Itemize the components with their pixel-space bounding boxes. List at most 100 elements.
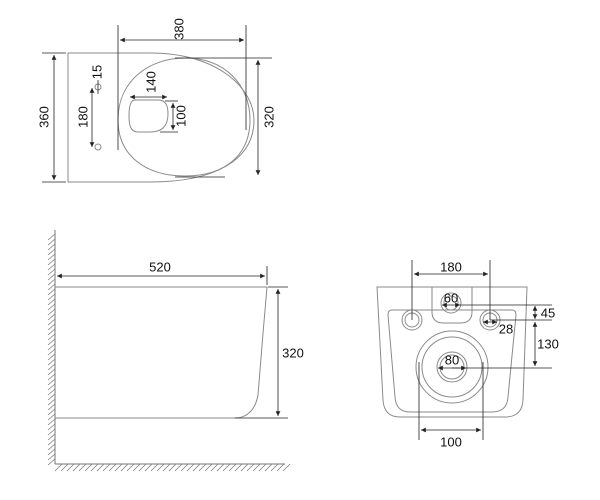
- outlet-icon: [436, 351, 468, 383]
- side-outline: [55, 286, 268, 419]
- hatch-line: [258, 463, 267, 472]
- hatch-line: [276, 463, 285, 472]
- hatch-line: [132, 463, 141, 472]
- hatch-line: [47, 278, 56, 286]
- hatch-line: [54, 463, 63, 472]
- top-outline: [67, 52, 255, 183]
- floor-hatching: [54, 463, 291, 472]
- label-520: 520: [149, 259, 171, 274]
- hatch-line: [47, 398, 56, 406]
- hatch-line: [84, 463, 93, 472]
- hatch-line: [204, 463, 213, 472]
- hatch-line: [47, 293, 56, 301]
- hatch-line: [162, 463, 171, 472]
- hatch-line: [47, 353, 56, 361]
- hatch-line: [246, 463, 255, 472]
- hatch-line: [138, 463, 147, 472]
- hatch-line: [47, 323, 56, 331]
- hatch-line: [47, 303, 56, 311]
- hatch-line: [78, 463, 87, 472]
- hatch-line: [282, 463, 291, 472]
- bowl-opening: [128, 99, 169, 133]
- hatch-line: [168, 463, 177, 472]
- hatch-line: [264, 463, 273, 472]
- hatch-line: [47, 378, 56, 386]
- hatch-line: [47, 448, 56, 456]
- hatch-line: [144, 463, 153, 472]
- hatch-line: [174, 463, 183, 472]
- rear-outline: [376, 286, 528, 418]
- hatch-line: [47, 308, 56, 316]
- hatch-line: [47, 373, 56, 381]
- hatch-line: [47, 313, 56, 321]
- label-180: 180: [75, 106, 90, 128]
- label-15: 15: [89, 65, 104, 79]
- rear-view: 180 60 45 28 130 80 100: [376, 259, 559, 449]
- hatch-line: [47, 283, 56, 291]
- hatch-line: [228, 463, 237, 472]
- hatch-line: [47, 268, 56, 276]
- hatch-line: [60, 463, 69, 472]
- label-28: 28: [499, 321, 513, 336]
- hatch-line: [47, 363, 56, 371]
- hatch-line: [192, 463, 201, 472]
- hatch-line: [180, 463, 189, 472]
- hatch-line: [47, 458, 56, 466]
- hatch-line: [47, 273, 56, 281]
- hatch-line: [47, 358, 56, 366]
- hatch-line: [150, 463, 159, 472]
- hatch-line: [66, 463, 75, 472]
- hatch-line: [252, 463, 261, 472]
- hatch-line: [47, 248, 56, 256]
- hatch-line: [47, 418, 56, 426]
- hatch-line: [96, 463, 105, 472]
- hatch-line: [270, 463, 279, 472]
- hatch-line: [47, 253, 56, 261]
- hatch-line: [186, 463, 195, 472]
- hatch-line: [47, 298, 56, 306]
- label-80: 80: [445, 352, 459, 367]
- hatch-line: [47, 338, 56, 346]
- hatch-line: [72, 463, 81, 472]
- label-60: 60: [444, 290, 458, 305]
- hatch-line: [90, 463, 99, 472]
- rear-inner-outline: [387, 309, 517, 413]
- hatch-line: [47, 368, 56, 376]
- label-45: 45: [541, 305, 555, 320]
- hatch-line: [47, 393, 56, 401]
- label-320: 320: [282, 345, 304, 360]
- hatch-line: [222, 463, 231, 472]
- hatch-line: [47, 243, 56, 251]
- hatch-line: [156, 463, 165, 472]
- hatch-line: [47, 413, 56, 421]
- hatch-line: [47, 428, 56, 436]
- hatch-line: [210, 463, 219, 472]
- label-100: 100: [173, 105, 188, 127]
- label-180: 180: [440, 259, 462, 274]
- hatch-line: [216, 463, 225, 472]
- hatch-line: [47, 423, 56, 431]
- hatch-line: [47, 238, 56, 246]
- hatch-line: [240, 463, 249, 472]
- hatch-line: [108, 463, 117, 472]
- hatch-line: [47, 258, 56, 266]
- hatch-line: [47, 348, 56, 356]
- hatch-line: [47, 318, 56, 326]
- hatch-line: [47, 453, 56, 461]
- top-view: 360 380 320 180 15 140 100: [36, 18, 276, 183]
- hatch-line: [120, 463, 129, 472]
- hatch-line: [47, 263, 56, 271]
- hatch-line: [47, 443, 56, 451]
- hatch-line: [102, 463, 111, 472]
- hatch-line: [47, 433, 56, 441]
- inlet-recess: [431, 286, 473, 324]
- label-140: 140: [143, 71, 158, 93]
- hatch-line: [198, 463, 207, 472]
- fixing-hole-icon: [94, 143, 102, 151]
- label-130: 130: [537, 336, 559, 351]
- hatch-line: [47, 288, 56, 296]
- hatch-line: [47, 328, 56, 336]
- hatch-line: [47, 333, 56, 341]
- hatch-line: [47, 233, 56, 241]
